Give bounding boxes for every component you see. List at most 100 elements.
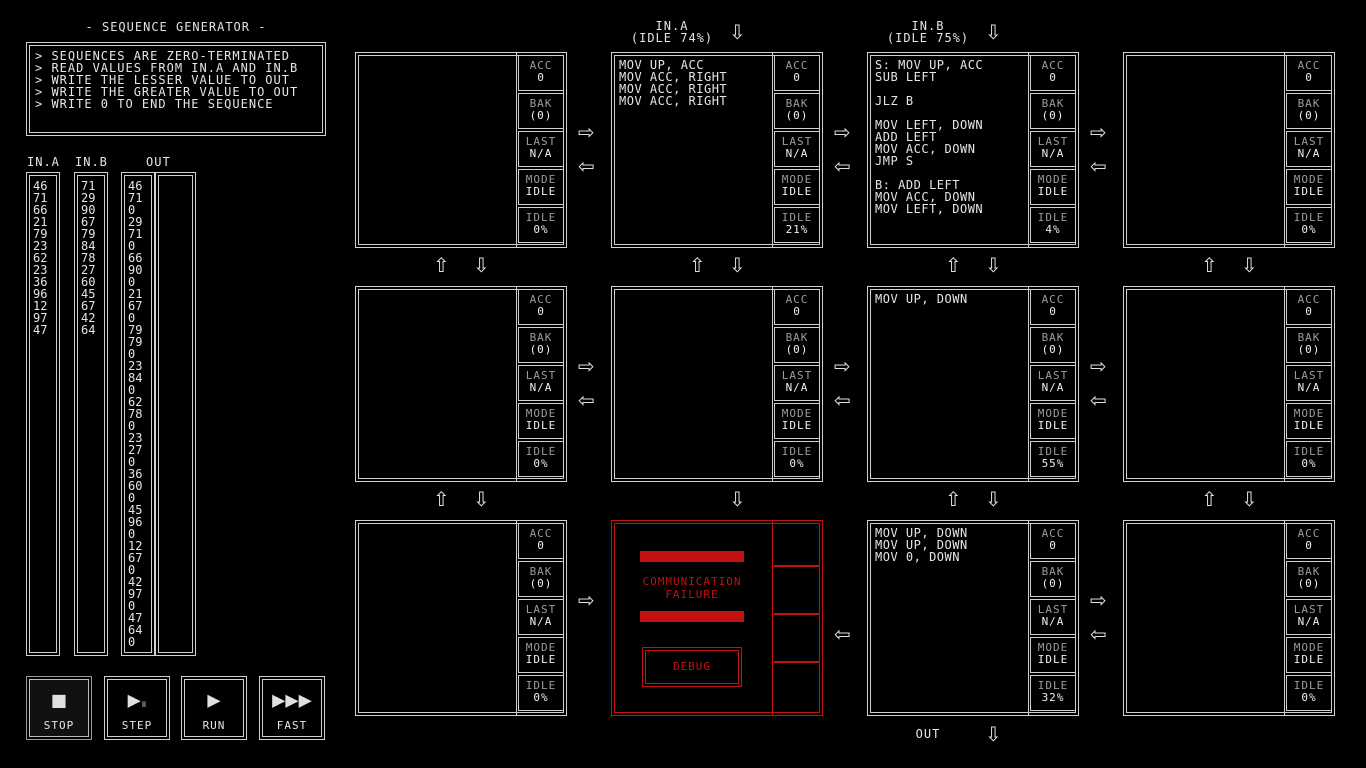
arrow-left-icon: ⇦ — [834, 388, 851, 412]
node-code-editor[interactable] — [1128, 525, 1280, 709]
register-value: 0 — [1049, 305, 1057, 318]
stream-value: 27 — [81, 263, 96, 277]
register-value: 0% — [533, 223, 549, 236]
stream-value: 67 — [128, 299, 143, 313]
node-code-editor[interactable]: MOV UP, DOWN — [875, 292, 968, 306]
node-code-editor[interactable] — [360, 57, 512, 241]
stream-value: 45 — [81, 287, 96, 301]
register-value: (0) — [529, 577, 553, 590]
run-button[interactable]: ▶ RUN — [181, 676, 247, 740]
register-value: IDLE — [525, 185, 557, 198]
debug-button[interactable]: DEBUG — [642, 647, 742, 687]
arrow-down-icon: ⇩ — [729, 20, 746, 44]
register-value: IDLE — [781, 185, 813, 198]
stream-value: 64 — [128, 623, 143, 637]
register-value: 55% — [1041, 457, 1065, 470]
register-bak: BAK(0) — [1286, 327, 1332, 363]
node-code-editor[interactable] — [360, 525, 512, 709]
compute-node[interactable]: S: MOV UP, ACC SUB LEFT JLZ B MOV LEFT, … — [867, 52, 1079, 248]
register-label: IDLE — [1037, 679, 1069, 692]
node-divider — [772, 521, 773, 715]
register-bak: BAK(0) — [1030, 327, 1076, 363]
node-code-editor[interactable]: S: MOV UP, ACC SUB LEFT JLZ B MOV LEFT, … — [875, 58, 984, 216]
arrow-down-icon: ⇩ — [985, 253, 1002, 277]
register-label: BAK — [529, 331, 553, 344]
stream-value: 29 — [128, 215, 143, 229]
stream-value: 23 — [33, 239, 48, 253]
node-divider — [772, 53, 773, 247]
stream-value: 60 — [81, 275, 96, 289]
arrow-left-icon: ⇦ — [1090, 622, 1107, 646]
node-communication-failure[interactable]: COMMUNICATION FAILURE DEBUG — [611, 520, 823, 716]
stream-value: 78 — [128, 407, 143, 421]
node-code-editor[interactable] — [1128, 291, 1280, 475]
arrow-right-icon: ⇨ — [578, 354, 595, 378]
run-label: RUN — [202, 719, 226, 732]
communication-failure-text: COMMUNICATION FAILURE — [642, 575, 742, 601]
stream-value: 0 — [128, 311, 136, 325]
register-value: N/A — [529, 147, 553, 160]
node-code-editor[interactable]: MOV UP, ACC MOV ACC, RIGHT MOV ACC, RIGH… — [619, 58, 728, 108]
step-button[interactable]: ▶॥ STEP — [104, 676, 170, 740]
register-value: 0% — [789, 457, 805, 470]
node-code-editor[interactable]: MOV UP, DOWN MOV UP, DOWN MOV 0, DOWN — [875, 526, 968, 564]
register-value: 0 — [537, 539, 545, 552]
register-label: BAK — [785, 331, 809, 344]
compute-node[interactable]: MOV UP, ACC MOV ACC, RIGHT MOV ACC, RIGH… — [611, 52, 823, 248]
fast-label: FAST — [276, 719, 308, 732]
register-value: N/A — [1041, 147, 1065, 160]
stream-value: 21 — [33, 215, 48, 229]
description-line: > READ VALUES FROM IN.A AND IN.B — [35, 61, 299, 75]
register-value: 0 — [1305, 539, 1313, 552]
stop-button[interactable]: ■ STOP — [26, 676, 92, 740]
register-label: MODE — [525, 407, 557, 420]
register-label: BAK — [1041, 97, 1065, 110]
puzzle-description: > SEQUENCES ARE ZERO-TERMINATED > READ V… — [26, 42, 326, 136]
register-value: IDLE — [1293, 419, 1325, 432]
node-code-editor[interactable] — [1128, 57, 1280, 241]
register-label: IDLE — [525, 679, 557, 692]
register-label: BAK — [1297, 97, 1321, 110]
stream-value: 0 — [128, 203, 136, 217]
node-code-editor[interactable] — [360, 291, 512, 475]
stream-value: 96 — [33, 287, 48, 301]
register-label: IDLE — [1037, 445, 1069, 458]
fast-button[interactable]: ▶▶▶ FAST — [259, 676, 325, 740]
arrow-down-icon: ⇩ — [985, 487, 1002, 511]
stop-icon: ■ — [52, 688, 66, 713]
node-code-editor[interactable] — [616, 291, 768, 475]
register-value: 0 — [1049, 539, 1057, 552]
stream-value: 23 — [128, 431, 143, 445]
register-label: LAST — [1037, 369, 1069, 382]
stream-value: 27 — [128, 443, 143, 457]
stream-value: 23 — [128, 359, 143, 373]
stream-value: 67 — [81, 299, 96, 313]
stream-value: 64 — [81, 323, 96, 337]
